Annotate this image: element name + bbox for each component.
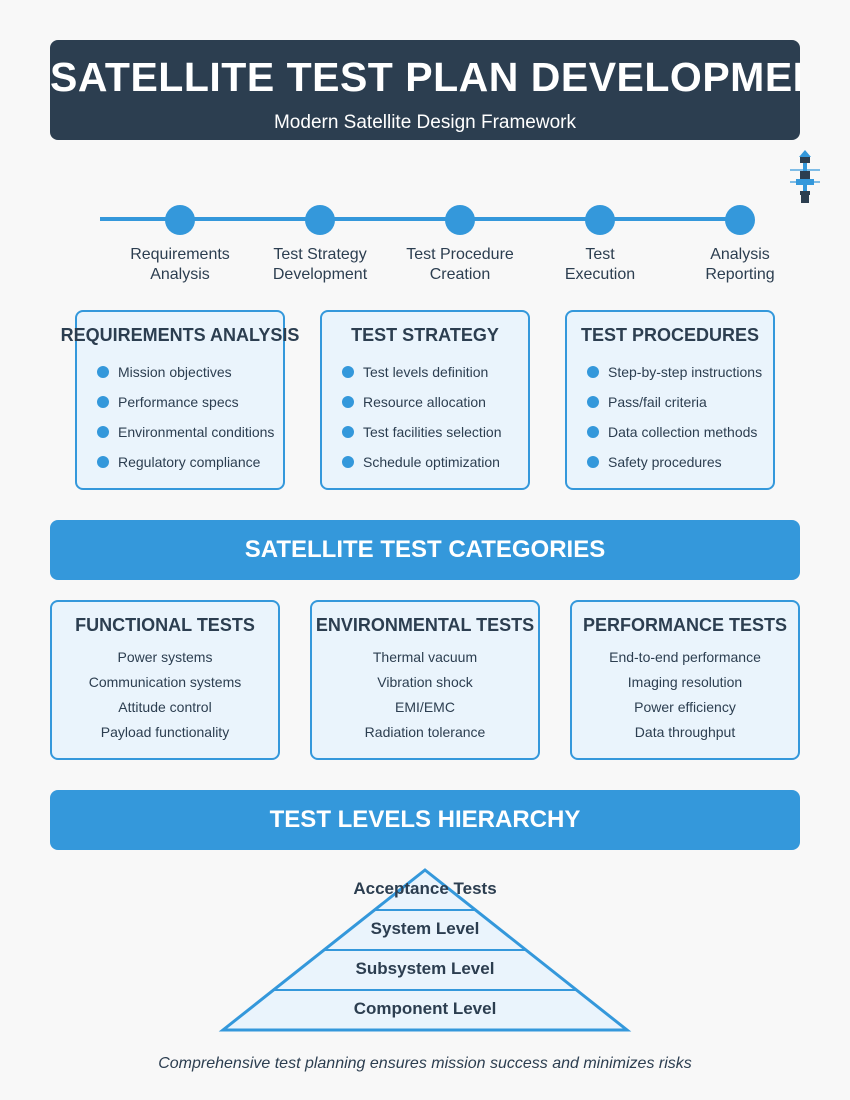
list-item: Power efficiency — [634, 699, 736, 715]
pyramid-level-subsystem: Subsystem Level — [355, 959, 495, 978]
timeline-dot — [165, 205, 195, 235]
list-item: Power systems — [117, 649, 213, 665]
levels-banner: TEST LEVELS HIERARCHY — [50, 790, 800, 850]
strategy-card: TEST STRATEGY Test levels definition Res… — [320, 310, 530, 490]
satellite-icon — [790, 150, 820, 203]
page-title: SATELLITE TEST PLAN DEVELOPMENT — [50, 54, 800, 100]
list-item: Pass/fail criteria — [585, 392, 762, 422]
timeline-line — [100, 217, 750, 221]
list-item: Schedule optimization — [340, 452, 502, 482]
list-item: Environmental conditions — [95, 422, 274, 452]
footer-note: Comprehensive test planning ensures miss… — [158, 1055, 692, 1072]
list-item: Test levels definition — [340, 362, 502, 392]
list-item: Radiation tolerance — [364, 724, 486, 740]
performance-tests-card: PERFORMANCE TESTS End-to-end performance… — [570, 600, 800, 760]
categories-banner: SATELLITE TEST CATEGORIES — [50, 520, 800, 580]
list-item: Data throughput — [634, 724, 736, 740]
page-subtitle: Modern Satellite Design Framework — [273, 112, 576, 133]
list-item: Mission objectives — [95, 362, 274, 392]
list-item: Step-by-step instructions — [585, 362, 762, 392]
timeline-dot — [305, 205, 335, 235]
list-item: Resource allocation — [340, 392, 502, 422]
list-item: Data collection methods — [585, 422, 762, 452]
list-item: Imaging resolution — [627, 674, 743, 690]
pyramid-level-component: Component Level — [353, 999, 497, 1018]
procedures-card: TEST PROCEDURES Step-by-step instruction… — [565, 310, 775, 490]
list-item: Performance specs — [95, 392, 274, 422]
timeline-dot — [445, 205, 475, 235]
test-levels-pyramid — [218, 868, 632, 1032]
list-item: EMI/EMC — [395, 699, 455, 715]
card-title: FUNCTIONAL TESTS — [75, 615, 255, 635]
requirements-card: REQUIREMENTS ANALYSIS Mission objectives… — [61, 310, 299, 490]
list-item: Thermal vacuum — [372, 649, 478, 665]
list-item: End-to-end performance — [609, 649, 761, 665]
card-title: REQUIREMENTS ANALYSIS — [60, 325, 300, 345]
card-title: ENVIRONMENTAL TESTS — [315, 615, 535, 635]
list-item: Test facilities selection — [340, 422, 502, 452]
pyramid-level-system: System Level — [370, 919, 480, 938]
timeline-dot — [725, 205, 755, 235]
functional-tests-card: FUNCTIONAL TESTS Power systems Communica… — [50, 600, 280, 760]
pyramid-level-acceptance: Acceptance Tests — [353, 879, 497, 898]
card-title: TEST STRATEGY — [351, 325, 499, 345]
list-item: Regulatory compliance — [95, 452, 274, 482]
card-title: PERFORMANCE TESTS — [582, 615, 787, 635]
list-item: Safety procedures — [585, 452, 762, 482]
list-item: Attitude control — [118, 699, 212, 715]
list-item: Payload functionality — [100, 724, 230, 740]
environmental-tests-card: ENVIRONMENTAL TESTS Thermal vacuum Vibra… — [310, 600, 540, 760]
list-item: Vibration shock — [377, 674, 473, 690]
list-item: Communication systems — [88, 674, 242, 690]
timeline-dot — [585, 205, 615, 235]
header-banner: SATELLITE TEST PLAN DEVELOPMENT Modern S… — [50, 40, 800, 140]
card-title: TEST PROCEDURES — [580, 325, 760, 345]
